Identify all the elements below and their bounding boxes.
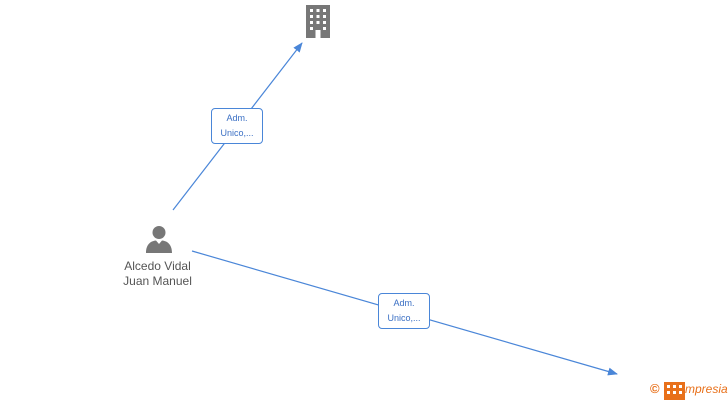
edge-label-line2: Unico,... [220,128,254,138]
copyright-symbol: © [650,381,660,396]
company-node[interactable] [303,4,333,39]
edge-label-company[interactable]: Adm. Unico,... [211,108,263,144]
brand-logo-glyph [667,385,682,394]
building-icon [306,5,330,38]
person-icon [146,226,172,253]
brand-text: mpresia [685,382,728,396]
edge-label-line2: Unico,... [387,313,421,323]
edge-label-line1: Adm. [393,298,415,308]
person-node[interactable] [144,224,174,254]
person-name-line2: Juan Manuel [123,274,192,288]
edge-label-second-target[interactable]: Adm. Unico,... [378,293,430,329]
person-name-line1: Alcedo Vidal [124,259,191,273]
empresia-watermark: © mpresia [650,380,728,400]
brand-logo-icon [664,382,685,400]
person-name-label[interactable]: Alcedo Vidal Juan Manuel [100,259,215,289]
edge-label-line1: Adm. [226,113,248,123]
